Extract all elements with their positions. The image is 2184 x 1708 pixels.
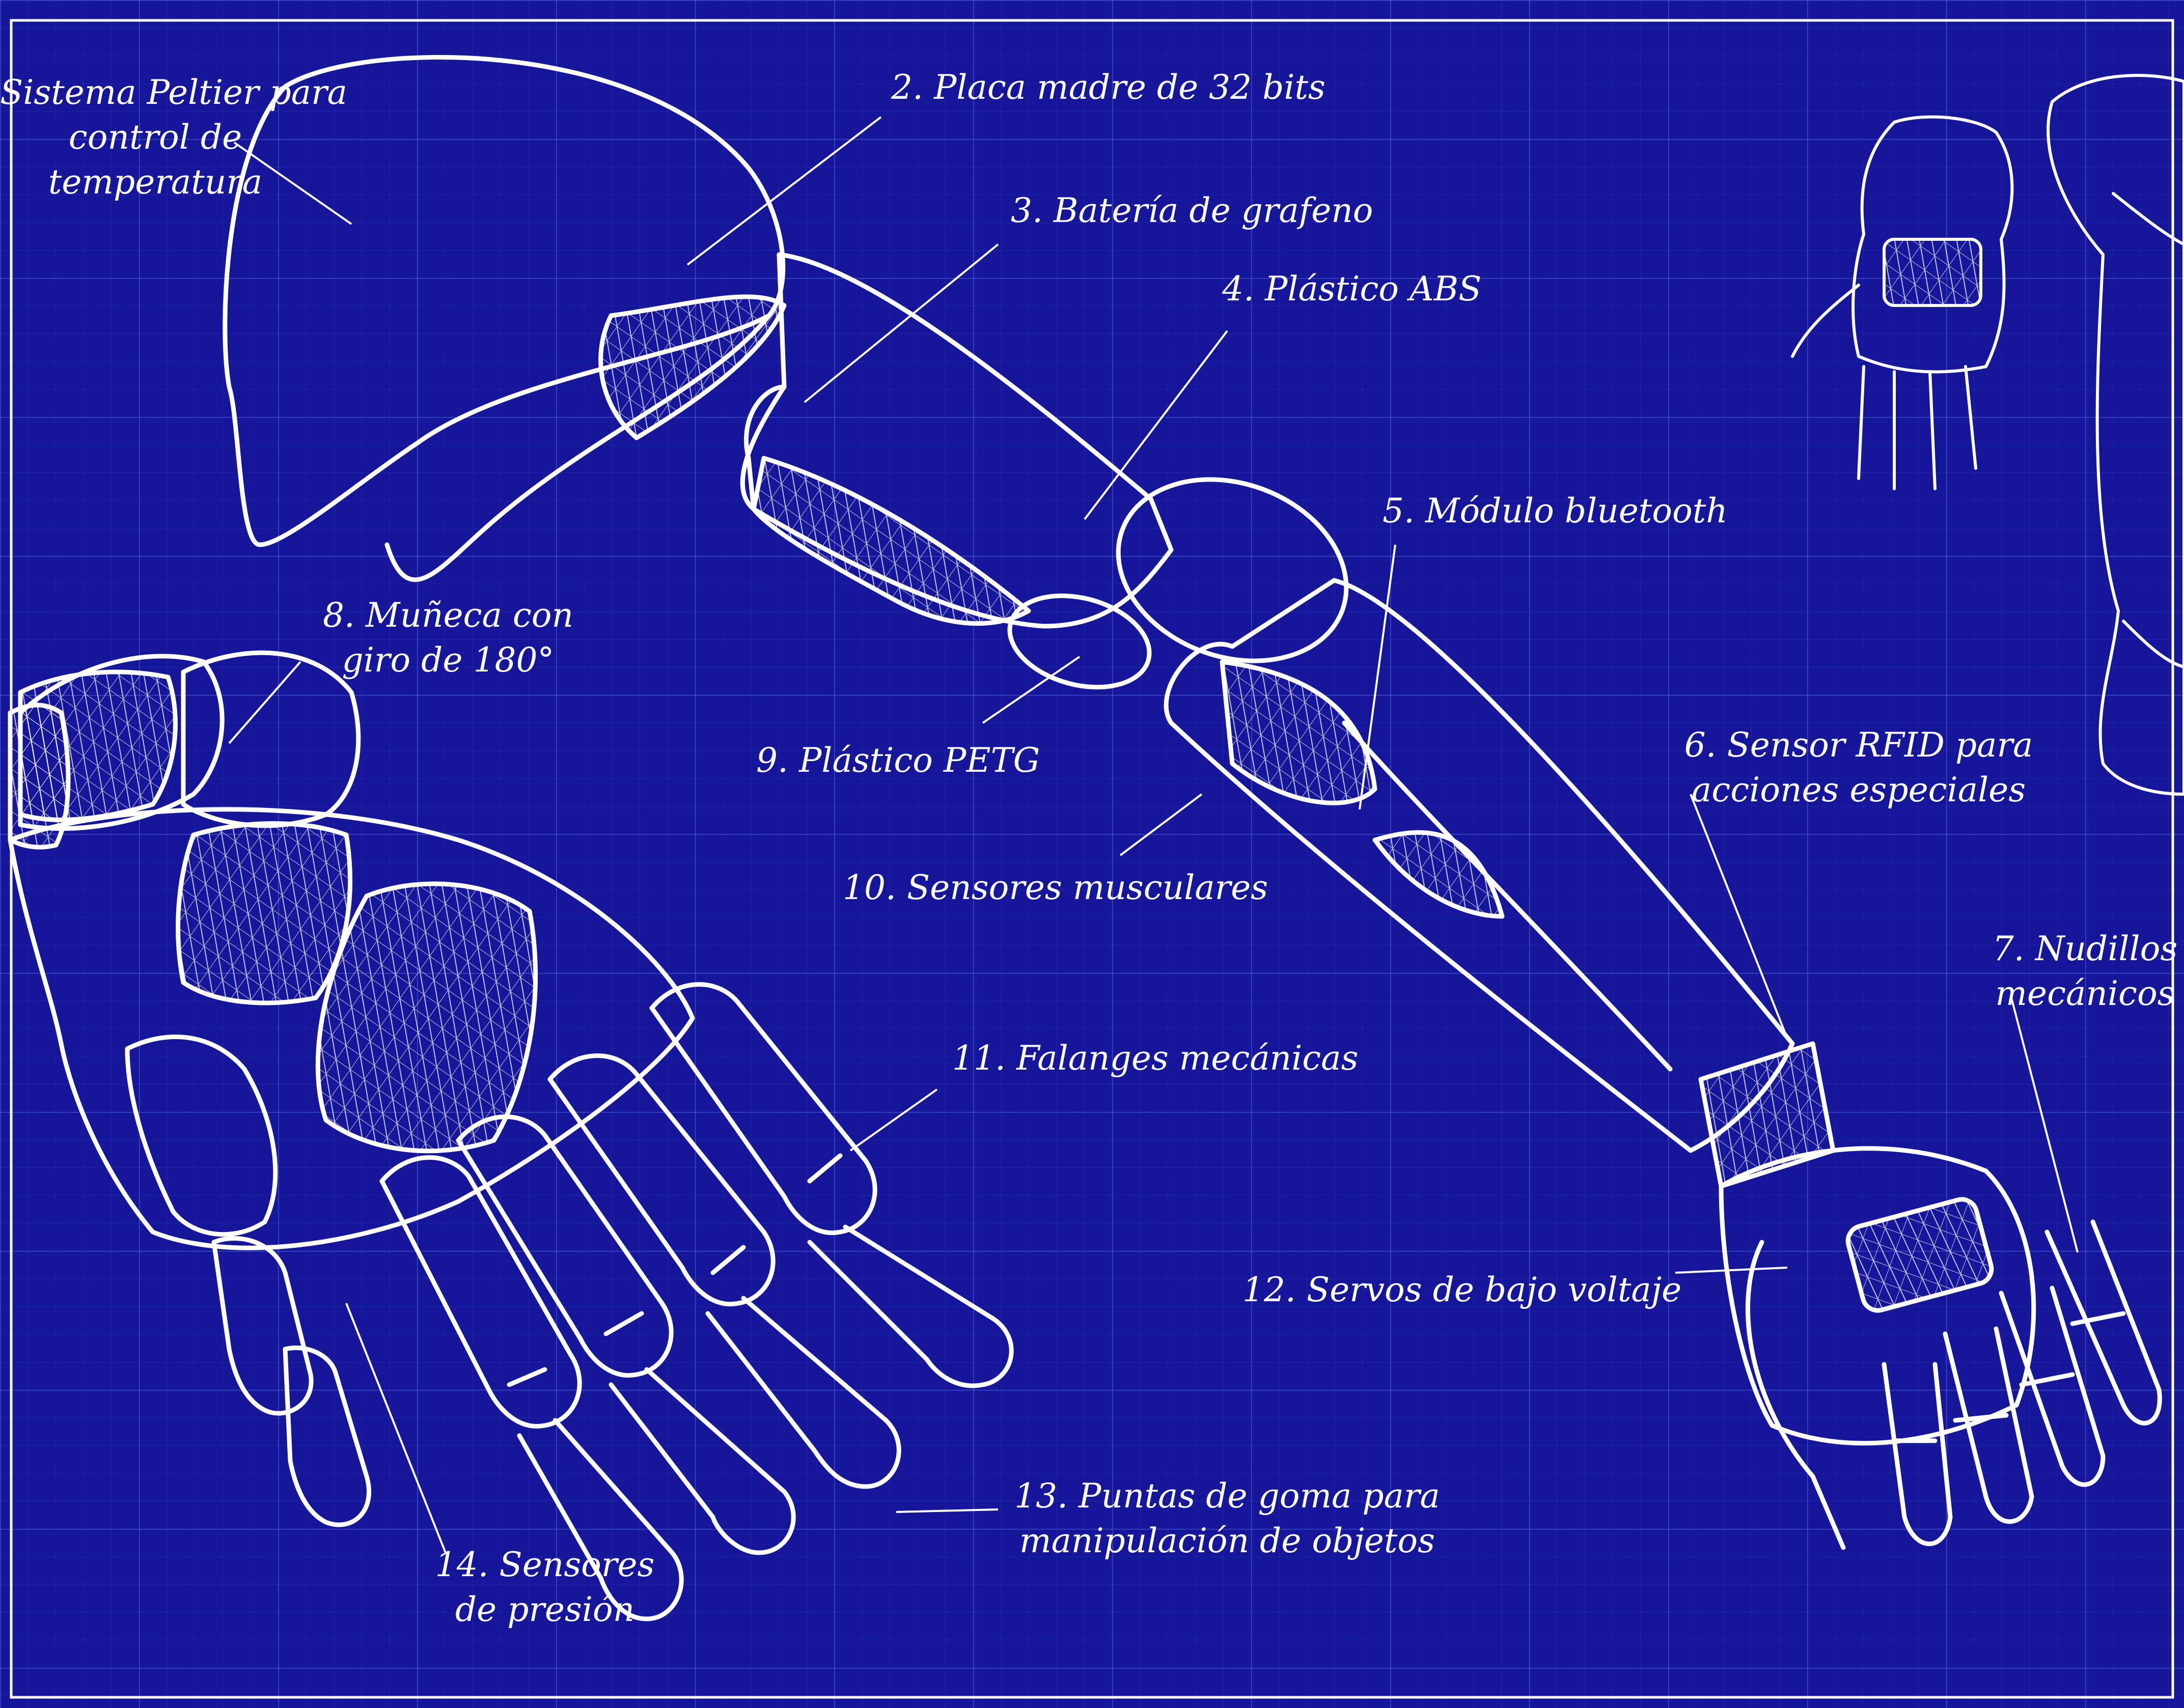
label-10-muscle-sensors: 10. Sensores musculares <box>843 868 1268 907</box>
label-8-line-2: giro de 180° <box>342 640 555 680</box>
border-frame <box>10 19 2174 1699</box>
mesh-panel-2 <box>751 456 1031 626</box>
label-8-wrist: 8. Muñeca con giro de 180° <box>306 593 591 683</box>
label-14-pressure-sensors: 14. Sensores de presión <box>428 1543 662 1632</box>
label-1-peltier: Sistema Peltier para control de temperat… <box>0 70 348 205</box>
left-thumb <box>125 1034 371 1527</box>
label-6-line-2: acciones especiales <box>1691 770 2026 809</box>
mini-hand-drawing <box>1791 115 2014 490</box>
palm-mesh-2 <box>315 881 538 1154</box>
label-1-line-1: Sistema Peltier para <box>0 73 348 112</box>
long-forearm <box>1164 578 1795 1153</box>
label-7-knuckles: 7. Nudillos mecánicos <box>1986 927 2184 1016</box>
forearm-panel-edge <box>744 384 787 512</box>
left-wrist <box>18 654 225 831</box>
label-14-line-1: 14. Sensores <box>435 1545 655 1584</box>
right-thumb <box>1745 1240 1846 1550</box>
label-13-rubber-tips: 13. Puntas de goma para manipulación de … <box>1013 1474 1441 1563</box>
label-7-line-2: mecánicos <box>1995 974 2175 1013</box>
label-11-phalanges: 11. Falanges mecánicas <box>952 1039 1359 1078</box>
label-13-line-1: 13. Puntas de goma para <box>1014 1476 1440 1516</box>
label-3-battery: 3. Batería de grafeno <box>1011 191 1373 230</box>
label-9-petg: 9. Plástico PETG <box>756 741 1040 780</box>
forearm-groove <box>1342 720 1673 1072</box>
elbow-joint <box>1116 477 1349 663</box>
left-hand-palm <box>8 807 695 1250</box>
label-14-line-2: de presión <box>455 1590 635 1629</box>
petg-joint <box>1007 593 1152 690</box>
label-6-line-1: 6. Sensor RFID para <box>1684 725 2033 765</box>
palm-mesh-1 <box>176 821 352 1005</box>
right-fingers <box>1882 1219 2162 1546</box>
label-1-line-3: temperatura <box>48 162 263 202</box>
right-palm-mesh <box>1845 1197 1994 1313</box>
label-12-servos: 12. Servos de bajo voltaje <box>1242 1270 1682 1309</box>
leader-lines <box>228 116 2079 1553</box>
upper-arm-shell <box>223 54 786 547</box>
left-fingers <box>379 982 1014 1621</box>
label-2-motherboard: 2. Placa madre de 32 bits <box>891 68 1325 107</box>
label-4-abs: 4. Plástico ABS <box>1222 269 1482 309</box>
label-7-line-1: 7. Nudillos <box>1992 929 2178 968</box>
label-1-line-2: control de <box>68 118 242 157</box>
label-8-line-1: 8. Muñeca con <box>322 596 574 635</box>
right-hand-palm <box>1719 1146 2036 1446</box>
palm-mesh-3 <box>8 703 71 850</box>
mesh-panel-3 <box>1220 659 1377 805</box>
mini-arm-drawing <box>2047 74 2184 796</box>
label-5-bluetooth: 5. Módulo bluetooth <box>1383 491 1728 530</box>
label-6-rfid: 6. Sensor RFID para acciones especiales <box>1655 723 2062 813</box>
forearm-upper-section <box>740 252 1174 629</box>
mesh-panel-4 <box>1372 830 1505 919</box>
label-13-line-2: manipulación de objetos <box>1019 1521 1435 1560</box>
mesh-panel-1 <box>598 294 787 440</box>
